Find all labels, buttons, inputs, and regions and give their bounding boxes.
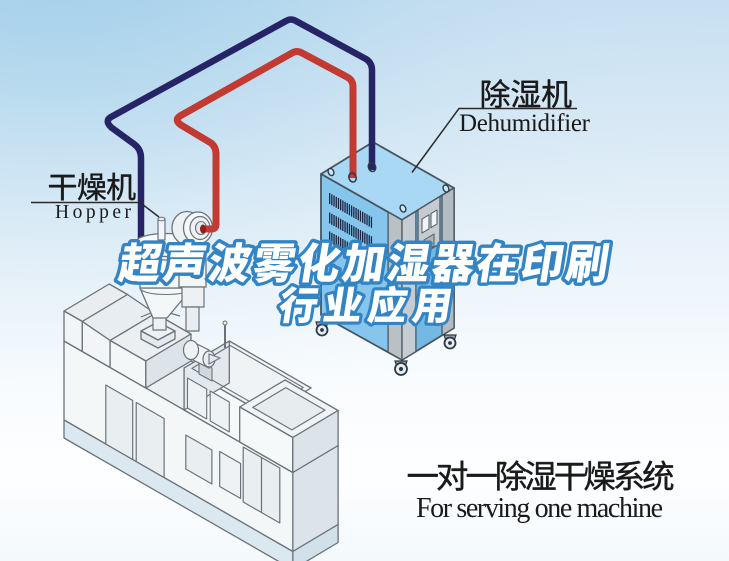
svg-text:Hopper: Hopper bbox=[55, 202, 132, 223]
svg-text:For serving one machine: For serving one machine bbox=[416, 493, 663, 524]
svg-text:Dehumidifier: Dehumidifier bbox=[459, 110, 591, 137]
